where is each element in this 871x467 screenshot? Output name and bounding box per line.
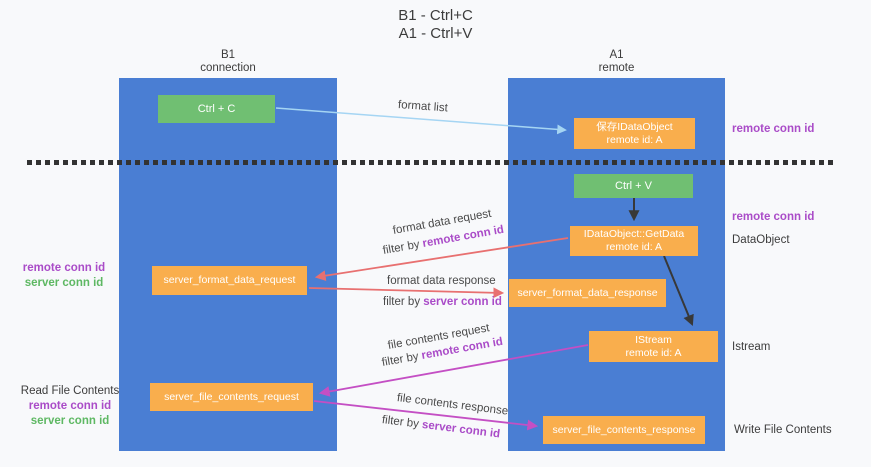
right-remote-conn-id-top: remote conn id (732, 123, 815, 135)
page-title: B1 - Ctrl+C A1 - Ctrl+V (0, 7, 871, 43)
server-file-contents-request-label: server_file_contents_request (164, 390, 299, 403)
right-remote-conn-id-mid: remote conn id (732, 211, 815, 223)
server-format-data-request-box: server_format_data_request (152, 266, 307, 295)
left-read-file-block: Read File Contents remote conn id server… (20, 384, 120, 429)
left-server-conn-id-2: server conn id (30, 415, 110, 427)
saved-dataobject-line1: 保存IDataObject (596, 120, 673, 133)
server-file-contents-response-box: server_file_contents_response (543, 416, 705, 444)
server-format-data-response-label: server_format_data_response (517, 286, 658, 299)
server-conn-id-text: server conn id (421, 418, 501, 441)
left-server-conn-id: server conn id (24, 277, 104, 289)
filter-by-text: filter by (381, 414, 423, 431)
filter-by-text: filter by (383, 296, 424, 308)
ctrl-c-box: Ctrl + C (158, 95, 275, 123)
server-file-contents-request-box: server_file_contents_request (150, 383, 313, 411)
istream-box: IStream remote id: A (589, 331, 718, 362)
saved-dataobject-box: 保存IDataObject remote id: A (574, 118, 695, 149)
file-contents-response-filter-label: filter by server conn id (381, 414, 500, 440)
left-column-role: connection (200, 61, 256, 74)
ctrl-v-label: Ctrl + V (615, 179, 652, 192)
left-column-name: B1 (220, 49, 236, 61)
filter-by-text: filter by (381, 238, 424, 257)
right-dataobject-label: DataObject (732, 234, 790, 246)
server-format-data-request-label: server_format_data_request (163, 274, 296, 286)
getdata-line1: IDataObject::GetData (583, 228, 685, 240)
server-format-data-response-box: server_format_data_response (509, 279, 666, 307)
left-column-header: B1 connection (119, 49, 337, 74)
istream-line1: IStream (635, 333, 672, 346)
right-istream-label: Istream (732, 341, 771, 353)
server-file-contents-response-label: server_file_contents_response (552, 423, 696, 436)
filter-by-text: filter by (380, 350, 423, 369)
phase-divider-dashed-line (27, 160, 833, 165)
left-conn-id-block: remote conn id server conn id (20, 261, 108, 291)
format-data-response-label: format data response (387, 275, 496, 287)
title-line-2: A1 - Ctrl+V (398, 25, 473, 42)
left-remote-conn-id-2: remote conn id (28, 400, 112, 412)
left-read-file-contents-label: Read File Contents (20, 385, 120, 397)
right-write-file-contents-label: Write File Contents (734, 424, 832, 436)
format-data-response-arrow (308, 287, 505, 299)
title-line-1: B1 - Ctrl+C (398, 7, 473, 24)
file-contents-response-label: file contents response (396, 392, 509, 418)
format-data-response-filter-label: filter by server conn id (383, 296, 502, 308)
right-column-header: A1 remote (508, 49, 725, 74)
left-remote-conn-id: remote conn id (22, 262, 106, 274)
getdata-line2: remote id: A (605, 241, 663, 253)
istream-line2: remote id: A (625, 346, 682, 359)
right-column-role: remote (598, 61, 635, 74)
server-conn-id-text: server conn id (423, 296, 502, 308)
getdata-box: IDataObject::GetData remote id: A (570, 226, 698, 256)
ctrl-c-label: Ctrl + C (197, 102, 236, 115)
ctrl-v-box: Ctrl + V (574, 174, 693, 198)
format-list-label: format list (397, 99, 449, 115)
saved-dataobject-line2: remote id: A (606, 133, 663, 146)
right-column-name: A1 (609, 49, 624, 61)
